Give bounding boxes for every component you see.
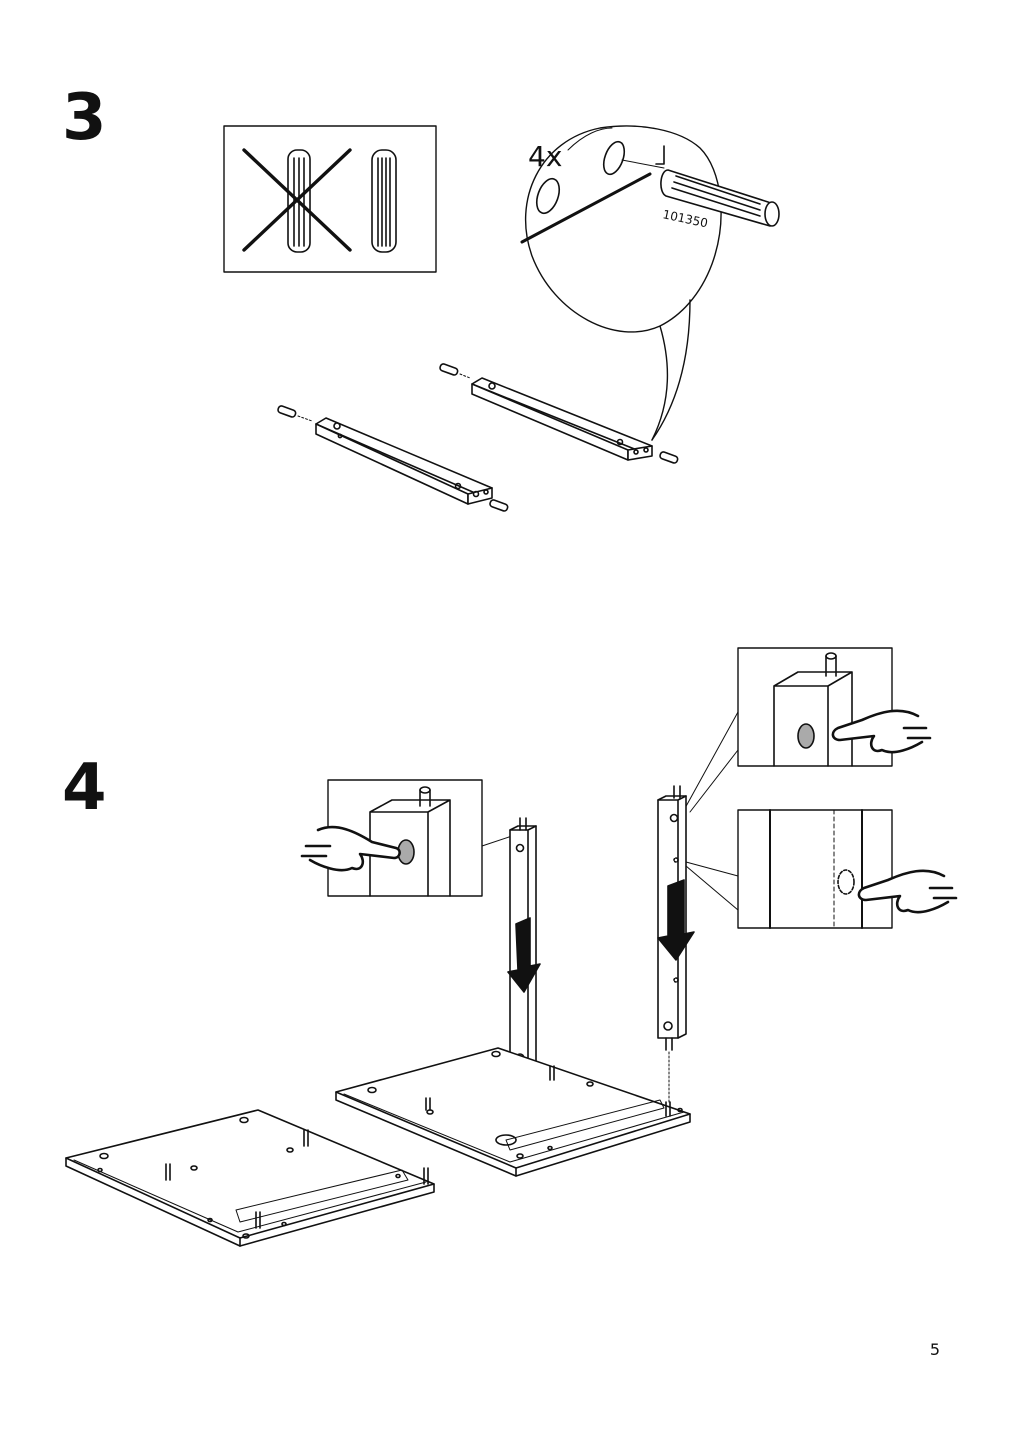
pointing-hand-icon bbox=[831, 709, 932, 754]
page-number: 5 bbox=[929, 1340, 940, 1359]
dowel-icon bbox=[660, 169, 780, 227]
detail-box-right-bottom bbox=[685, 809, 958, 929]
detail-box-left bbox=[300, 779, 519, 897]
rail-back bbox=[471, 377, 653, 461]
pointing-hand-icon bbox=[857, 869, 958, 914]
step-3-number: 3 bbox=[62, 81, 107, 155]
down-arrow-icon bbox=[507, 917, 541, 993]
rail-front bbox=[315, 417, 493, 505]
down-arrow-icon bbox=[657, 879, 695, 961]
leg-left bbox=[507, 817, 541, 1151]
dowel-callout-bubble: 4x 101350 bbox=[520, 125, 780, 441]
correct-dowel-icon bbox=[371, 149, 397, 253]
pointing-hand-icon bbox=[300, 825, 401, 872]
step-4-number: 4 bbox=[62, 751, 107, 825]
small-dowels bbox=[277, 363, 679, 512]
dowel-comparison-box bbox=[223, 125, 437, 273]
quantity-label: 4x bbox=[528, 140, 562, 173]
detail-box-right-top bbox=[683, 647, 932, 813]
wrong-dowel-crossed-icon bbox=[242, 148, 352, 253]
base-panel-left bbox=[65, 1109, 435, 1247]
leg-right bbox=[657, 785, 695, 1105]
base-panel-right bbox=[335, 1047, 691, 1177]
